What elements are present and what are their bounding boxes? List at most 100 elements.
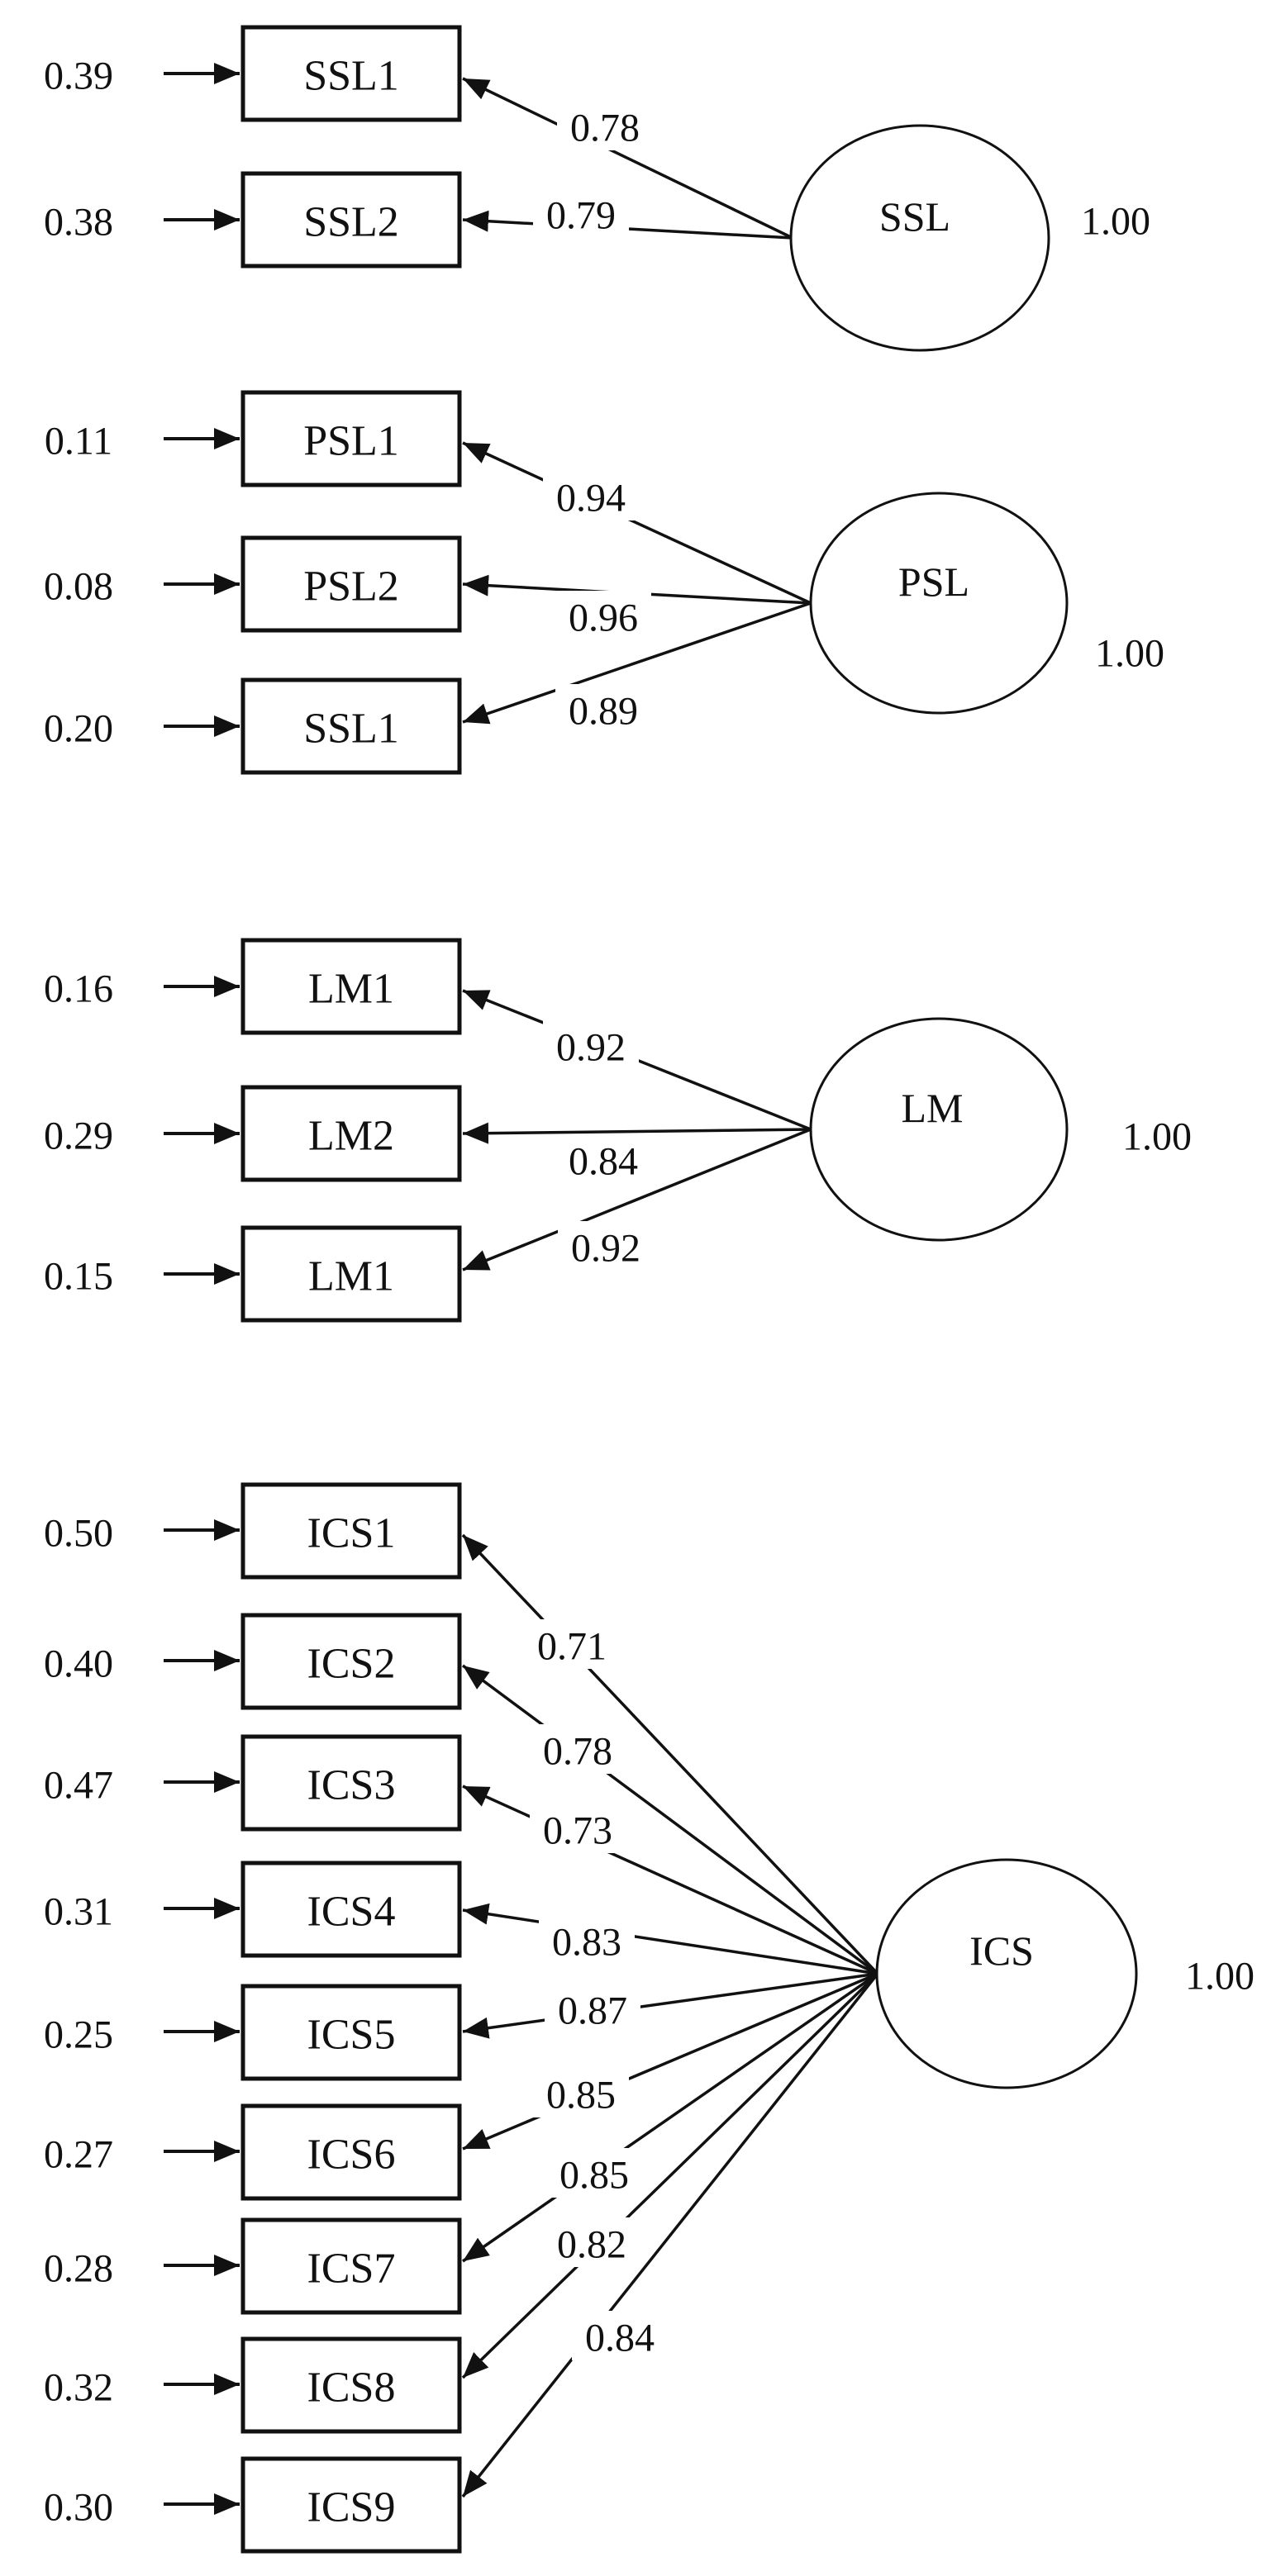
factor-label: ICS <box>969 1927 1034 1974</box>
error-value: 0.11 <box>45 420 112 463</box>
indicator-label: ICS3 <box>307 1762 396 1809</box>
loading-path <box>462 1903 878 1975</box>
loading-path <box>462 601 812 725</box>
loading-path <box>462 1128 812 1271</box>
indicator-box <box>240 1613 462 1710</box>
loading-value: 0.85 <box>559 2154 629 2198</box>
loading-label-bg <box>555 591 651 640</box>
error-value: 0.32 <box>44 2366 113 2410</box>
loading-label-bg <box>533 188 629 238</box>
factor-group-psl: PSL 1.00 PSL1 0.11 0.94 PSL2 0.08 0.96 S… <box>44 390 1164 775</box>
loading-value: 0.84 <box>585 2317 655 2360</box>
loading-path <box>461 1533 879 1975</box>
error-value: 0.47 <box>44 1764 113 1808</box>
loading-path <box>462 1972 878 2263</box>
loading-label-bg <box>524 1619 620 1669</box>
indicator-box <box>240 1482 462 1580</box>
indicator-box <box>240 1225 462 1323</box>
factor-group-ics: ICS 1.00 ICS1 0.50 0.71 ICS2 0.40 0.78 I… <box>44 1482 1255 2554</box>
indicator-label: ICS7 <box>307 2246 396 2293</box>
loading-path <box>461 1972 879 2379</box>
loading-label-bg <box>530 1724 626 1774</box>
loading-value: 0.94 <box>556 477 626 520</box>
latent-factor-circle <box>809 1017 1069 1242</box>
loading-value: 0.78 <box>570 107 640 150</box>
loading-value: 0.89 <box>569 690 638 734</box>
indicator-label: ICS4 <box>307 1889 396 1936</box>
factor-variance: 1.00 <box>1081 200 1150 244</box>
indicator-box <box>240 2217 462 2315</box>
error-value: 0.50 <box>44 1512 113 1556</box>
indicator-label: ICS5 <box>307 2012 396 2059</box>
error-value: 0.20 <box>44 707 113 751</box>
loading-value: 0.84 <box>569 1140 638 1184</box>
loading-path <box>462 1972 878 2151</box>
latent-factor-circle <box>789 124 1050 352</box>
loading-path <box>462 441 812 605</box>
error-value: 0.27 <box>44 2133 113 2177</box>
indicator-box <box>240 535 462 633</box>
error-value: 0.30 <box>44 2486 113 2530</box>
loading-path <box>461 1972 879 2498</box>
loading-value: 0.79 <box>546 194 616 238</box>
indicator-box <box>240 390 462 487</box>
loading-value: 0.87 <box>558 1989 627 2033</box>
loading-path <box>462 1972 878 2039</box>
indicator-box <box>240 938 462 1035</box>
loading-value: 0.78 <box>543 1730 612 1774</box>
indicator-label: ICS9 <box>307 2484 396 2531</box>
indicator-label: ICS2 <box>307 1641 396 1688</box>
indicator-box <box>240 1085 462 1182</box>
error-value: 0.16 <box>44 967 113 1011</box>
loading-label-bg <box>558 1221 654 1271</box>
factor-variance: 1.00 <box>1122 1115 1192 1159</box>
error-value: 0.40 <box>44 1642 113 1686</box>
indicator-box <box>240 1984 462 2081</box>
loading-label-bg <box>546 2148 642 2198</box>
indicator-label: ICS6 <box>307 2132 396 2179</box>
loading-label-bg <box>533 2068 629 2117</box>
loading-label-bg <box>539 1915 635 1965</box>
loading-path <box>462 1122 812 1144</box>
loading-value: 0.92 <box>571 1227 640 1271</box>
factor-label: PSL <box>898 558 969 605</box>
loading-label-bg <box>545 1984 640 2033</box>
factor-variance: 1.00 <box>1095 632 1164 676</box>
indicator-box <box>240 2103 462 2201</box>
indicator-label: SSL2 <box>303 199 399 246</box>
indicator-box <box>240 2456 462 2554</box>
loading-label-bg <box>555 684 651 734</box>
indicator-label: SSL1 <box>303 53 399 100</box>
indicator-label: LM2 <box>308 1113 394 1160</box>
loading-label-bg <box>557 101 653 150</box>
loading-value: 0.96 <box>569 596 638 640</box>
error-value: 0.31 <box>44 1890 113 1934</box>
indicator-label: PSL2 <box>303 563 399 611</box>
indicator-label: ICS1 <box>307 1510 396 1557</box>
factor-group-ssl: SSL 1.00 SSL1 0.39 0.78 SSL2 0.38 0.79 <box>44 25 1150 352</box>
loading-value: 0.92 <box>556 1026 626 1070</box>
indicator-label: PSL1 <box>303 418 399 465</box>
error-value: 0.29 <box>44 1115 113 1158</box>
factor-label: LM <box>902 1085 964 1131</box>
loading-label-bg <box>543 471 639 520</box>
factor-label: SSL <box>879 193 950 240</box>
indicator-label: SSL1 <box>303 706 399 753</box>
latent-factor-circle <box>809 492 1069 715</box>
loading-value: 0.71 <box>537 1625 607 1669</box>
factor-group-lm: LM 1.00 LM1 0.16 0.92 LM2 0.29 0.84 LM1 … <box>44 938 1192 1323</box>
indicator-label: ICS8 <box>307 2365 396 2412</box>
indicator-label: LM1 <box>308 1253 394 1300</box>
loading-value: 0.73 <box>543 1809 612 1853</box>
error-value: 0.28 <box>44 2247 113 2291</box>
loading-label-bg <box>555 1134 651 1184</box>
indicator-box <box>240 1861 462 1958</box>
indicator-box <box>240 1734 462 1832</box>
indicator-box <box>240 2336 462 2434</box>
indicator-box <box>240 677 462 775</box>
latent-factor-circle <box>875 1858 1138 2089</box>
error-value: 0.25 <box>44 2013 113 2057</box>
loading-value: 0.82 <box>557 2223 626 2267</box>
